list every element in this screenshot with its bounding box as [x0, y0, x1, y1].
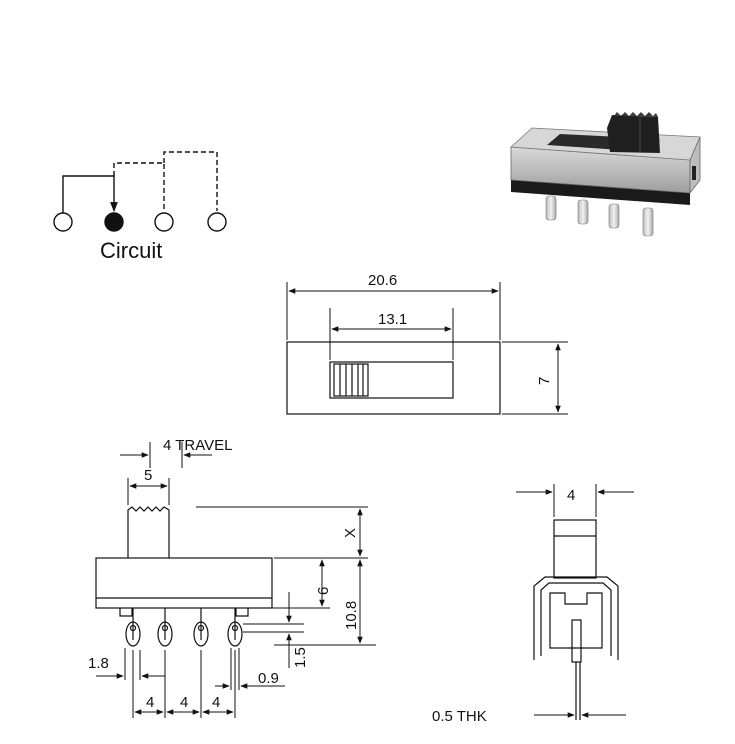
circuit-label: Circuit [100, 238, 162, 263]
end-view [516, 484, 634, 720]
dim-pitch-1: 4 [146, 694, 154, 711]
dim-actuator-height: X [342, 528, 359, 538]
dim-pin-width: 0.9 [258, 670, 279, 687]
dim-width: 7 [536, 377, 553, 385]
dim-body-height: 6 [315, 587, 332, 595]
dim-thickness: 0.5 THK [432, 708, 487, 725]
dim-actuator-width: 5 [144, 467, 152, 484]
side-view [95, 442, 376, 718]
dim-total-height: 10.8 [343, 601, 360, 630]
terminal-common [104, 212, 124, 232]
dim-travel: 4 TRAVEL [163, 437, 232, 454]
dim-pin-offset: 1.5 [292, 647, 309, 668]
circuit-symbol [53, 151, 227, 232]
terminal-4 [207, 212, 227, 232]
terminal-1 [53, 212, 73, 232]
terminal-3 [154, 212, 174, 232]
dim-end-actuator-width: 4 [567, 487, 575, 504]
dim-pitch-3: 4 [212, 694, 220, 711]
dim-pitch-2: 4 [180, 694, 188, 711]
top-view [286, 282, 568, 415]
dim-overall-length: 20.6 [368, 272, 397, 289]
product-photo [510, 112, 701, 237]
dim-left-margin: 1.8 [88, 655, 109, 672]
dim-slot-length: 13.1 [378, 311, 407, 328]
